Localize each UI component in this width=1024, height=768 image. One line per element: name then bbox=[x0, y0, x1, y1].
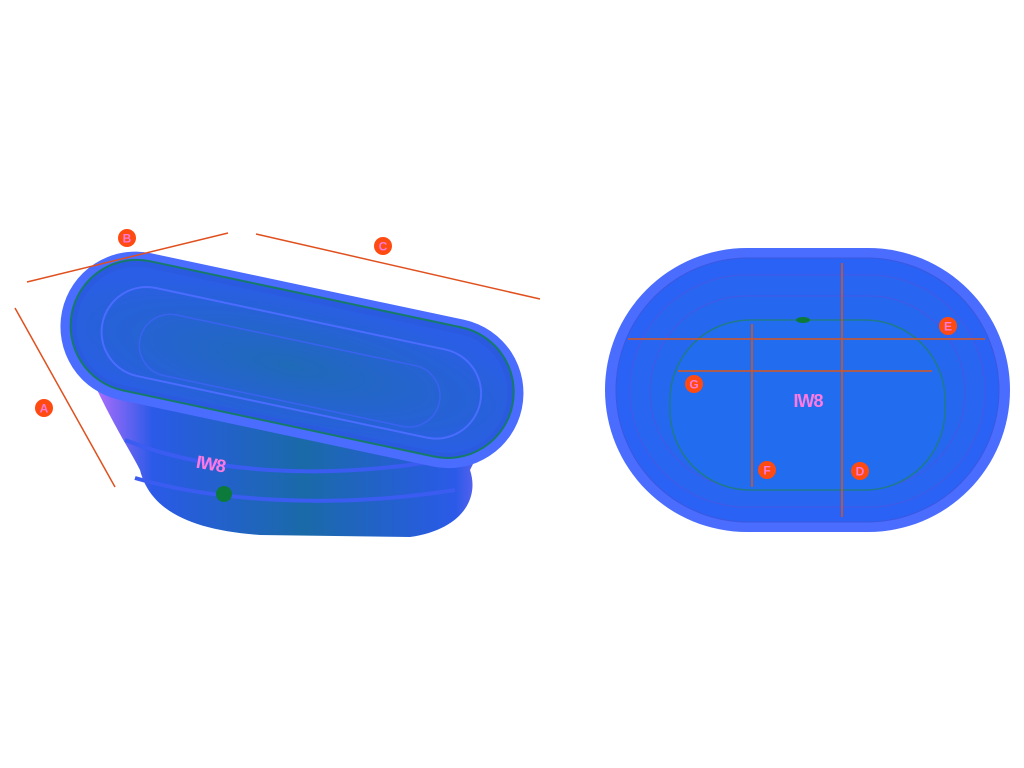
dimension-label-b: B bbox=[118, 229, 136, 247]
dimension-label-a: A bbox=[35, 399, 53, 417]
label-c-text: C bbox=[379, 240, 388, 254]
label-b-text: B bbox=[123, 232, 132, 246]
dimension-label-d: D bbox=[851, 462, 869, 480]
drain-hole bbox=[796, 317, 810, 323]
drain-outlet bbox=[216, 486, 232, 502]
dimension-line-b bbox=[26, 232, 229, 283]
dimension-line-c bbox=[255, 233, 541, 300]
dimension-label-g: G bbox=[685, 375, 703, 393]
dimension-label-f: F bbox=[758, 461, 776, 479]
label-e-text: E bbox=[944, 320, 952, 334]
top-view: IW8 D E F G bbox=[605, 248, 1010, 532]
tub-inner bbox=[76, 266, 508, 453]
label-f-text: F bbox=[763, 464, 770, 478]
dimension-label-c: C bbox=[374, 237, 392, 255]
label-d-text: D bbox=[856, 465, 865, 479]
tub-floor bbox=[138, 313, 441, 428]
tub-ridge bbox=[124, 438, 471, 474]
tub-ridge bbox=[134, 476, 456, 503]
dimension-line-a bbox=[14, 307, 116, 488]
perspective-view: IW8 A B C bbox=[14, 229, 541, 537]
tub-inner-ridge bbox=[100, 286, 483, 440]
label-g-text: G bbox=[689, 378, 698, 392]
dimension-label-e: E bbox=[939, 317, 957, 335]
brand-logo-top: IW8 bbox=[793, 391, 823, 411]
label-a-text: A bbox=[40, 402, 49, 416]
